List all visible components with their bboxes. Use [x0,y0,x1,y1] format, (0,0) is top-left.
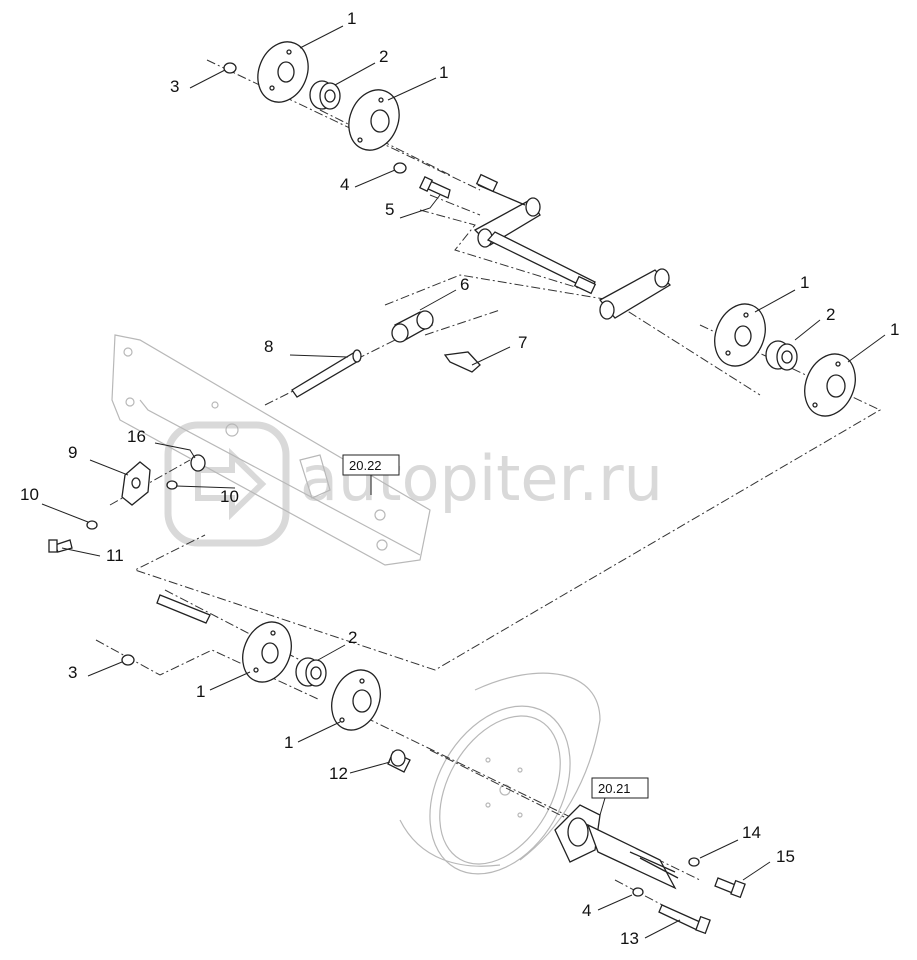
callout-1: 1 [196,682,205,701]
bearing-2b [765,340,798,371]
bolt-15 [714,877,746,899]
callout-1: 1 [800,273,809,292]
callout-3: 3 [68,663,77,682]
reference-20-22: 20.22 [349,458,382,473]
flange-plate-1b [348,89,400,151]
plate-9 [121,461,151,506]
callout-3: 3 [170,77,179,96]
callout-4: 4 [582,901,591,920]
callout-13: 13 [620,929,639,948]
bearing-2a [309,80,341,110]
spacer-12 [387,749,411,773]
callout-15: 15 [776,847,795,866]
callout-1: 1 [439,63,448,82]
washer-10b [166,480,178,490]
callout-9: 9 [68,443,77,462]
callout-16: 16 [127,427,146,446]
bolt-5 [418,176,451,199]
bushing-6 [391,310,434,343]
callout-1: 1 [284,733,293,752]
reference-20-21: 20.21 [598,781,631,796]
callout-14: 14 [742,823,761,842]
callout-4: 4 [340,175,349,194]
wheel-ghost [399,672,601,875]
callout-8: 8 [264,337,273,356]
flange-plate-1a [257,41,309,103]
crank-shaft [473,173,672,320]
flange-plate-1e [242,621,292,683]
clip-7 [443,351,481,373]
callout-10: 10 [220,487,239,506]
drive-hub [554,804,679,890]
nut-3b [121,654,135,666]
washer-10a [86,520,98,530]
callout-2: 2 [348,628,357,647]
callout-2: 2 [826,305,835,324]
nut-3a [223,62,237,74]
callout-5: 5 [385,200,394,219]
washer-14 [688,857,700,867]
shaft-end [156,594,211,624]
leader-lines [41,25,886,939]
right-bearing-assembly [714,303,856,417]
callout-1: 1 [890,320,899,339]
callout-6: 6 [460,275,469,294]
lower-bearing-assembly [121,594,411,773]
flange-plate-1c [714,303,766,367]
callout-12: 12 [329,764,348,783]
washer-4a [393,162,407,174]
bolt-13 [658,904,711,935]
spacer-16 [190,454,206,472]
reference-box-20-21: 20.21 [591,777,649,816]
callout-7: 7 [518,333,527,352]
flange-plate-1d [804,353,856,417]
reference-box-20-22: 20.22 [342,454,400,495]
watermark: autopiter.ru [164,421,663,547]
callout-10: 10 [20,485,39,504]
frame-beam [111,334,431,566]
flange-plate-1f [331,669,381,731]
pin-8 [291,349,362,398]
watermark-text: autopiter.ru [300,442,663,515]
bolt-11 [48,539,73,553]
washer-4b [632,887,644,897]
upper-left-bearing-assembly [223,41,451,199]
callout-11: 11 [106,546,124,565]
callout-1: 1 [347,9,356,28]
callout-2: 2 [379,47,388,66]
bearing-2c [295,657,327,687]
callout-labels: 1 2 1 3 4 5 6 7 8 1 2 1 9 16 10 10 11 3 … [20,9,899,948]
